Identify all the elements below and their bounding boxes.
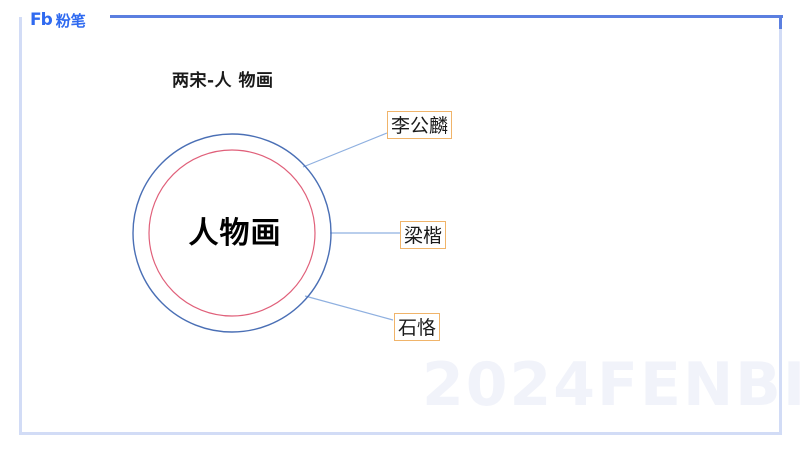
inner-circle: [148, 149, 316, 317]
node-liang-kai: 梁楷: [400, 221, 447, 249]
slide-subtitle: 两宋-人 物画: [172, 71, 274, 91]
fenbi-logo: Fb 粉笔: [30, 9, 86, 31]
frame-top-right-accent: [779, 15, 782, 29]
connector-line-top: [302, 132, 388, 168]
logo-text: 粉笔: [55, 11, 86, 30]
outer-circle: [132, 133, 332, 333]
connector-line-bottom: [304, 295, 394, 321]
watermark: 2024FENBI: [422, 350, 800, 420]
frame-top-accent-line: [110, 15, 783, 18]
logo-mark: Fb: [30, 10, 53, 30]
node-li-gonglin: 李公麟: [387, 111, 453, 139]
center-label: 人物画: [188, 216, 282, 251]
slide-frame: [19, 17, 782, 435]
node-shi-ke: 石恪: [394, 313, 441, 341]
